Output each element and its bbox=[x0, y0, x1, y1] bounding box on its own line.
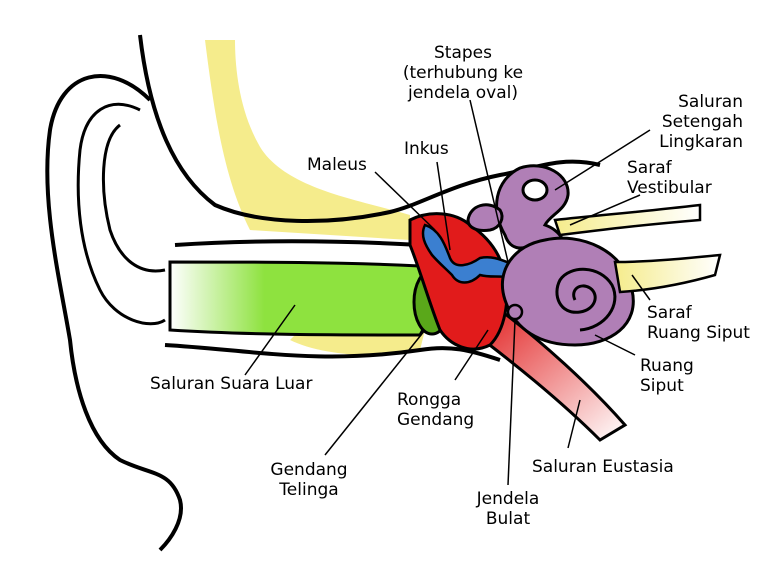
label-saluran-setengah-lingkaran: Saluran Setengah Lingkaran bbox=[620, 92, 743, 152]
label-ssl-line3: Lingkaran bbox=[659, 132, 743, 152]
semicircular-lower-loop bbox=[466, 203, 504, 232]
canal-lower-wall bbox=[164, 343, 501, 362]
label-ssl-text: Saluran Suara Luar bbox=[150, 374, 313, 394]
label-sv-line2: Vestibular bbox=[627, 178, 712, 198]
cochlea-spiral bbox=[555, 267, 617, 332]
label-saraf-ruang-siput: Saraf Ruang Siput bbox=[647, 303, 750, 343]
temporal-bone-upper bbox=[205, 40, 410, 240]
label-srs-line2: Ruang Siput bbox=[647, 323, 750, 343]
label-maleus-text: Maleus bbox=[307, 155, 367, 175]
label-se-text: Saluran Eustasia bbox=[532, 457, 674, 477]
pinna-helix bbox=[102, 123, 166, 273]
label-gt-line1: Gendang bbox=[270, 460, 348, 480]
semicircular-loop-inner bbox=[521, 178, 549, 202]
label-rs-line1: Ruang bbox=[640, 356, 694, 376]
label-saraf-vestibular: Saraf Vestibular bbox=[627, 158, 712, 198]
label-saluran-eustasia: Saluran Eustasia bbox=[532, 457, 674, 477]
label-saluran-suara-luar: Saluran Suara Luar bbox=[150, 374, 312, 394]
label-stapes-line3: jendela oval) bbox=[408, 83, 518, 103]
pinna-inner-fold bbox=[76, 102, 166, 326]
canal-upper-wall bbox=[174, 239, 421, 247]
label-gendang-telinga: Gendang Telinga bbox=[257, 460, 361, 500]
pinna-outline bbox=[45, 74, 183, 552]
label-stapes-line1: Stapes bbox=[434, 43, 492, 63]
label-rg-line2: Gendang bbox=[397, 410, 475, 430]
label-stapes: Stapes (terhubung ke jendela oval) bbox=[378, 43, 548, 103]
label-inkus-text: Inkus bbox=[404, 139, 449, 159]
label-jb-line2: Bulat bbox=[485, 509, 531, 529]
label-inkus: Inkus bbox=[404, 139, 449, 159]
label-jb-line1: Jendela bbox=[476, 489, 540, 509]
leader-lines bbox=[244, 99, 651, 486]
cochlear-nerve bbox=[613, 253, 722, 294]
label-jendela-bulat: Jendela Bulat bbox=[462, 489, 554, 529]
label-maleus: Maleus bbox=[307, 155, 367, 175]
vestibular-nerve bbox=[553, 203, 702, 237]
external-auditory-canal bbox=[168, 260, 442, 337]
label-ruang-siput: Ruang Siput bbox=[640, 356, 694, 396]
label-gt-line2: Telinga bbox=[279, 480, 339, 500]
round-window bbox=[506, 303, 524, 321]
label-rongga-gendang: Rongga Gendang bbox=[397, 390, 474, 430]
label-ssl-line2: Setengah bbox=[661, 112, 743, 132]
label-rs-line2: Siput bbox=[640, 376, 684, 396]
label-stapes-line2: (terhubung ke bbox=[402, 63, 524, 83]
label-sv-line1: Saraf bbox=[627, 158, 672, 178]
label-rg-line1: Rongga bbox=[397, 390, 462, 410]
label-srs-line1: Saraf bbox=[647, 303, 692, 323]
label-ssl-line1: Saluran bbox=[678, 92, 743, 112]
